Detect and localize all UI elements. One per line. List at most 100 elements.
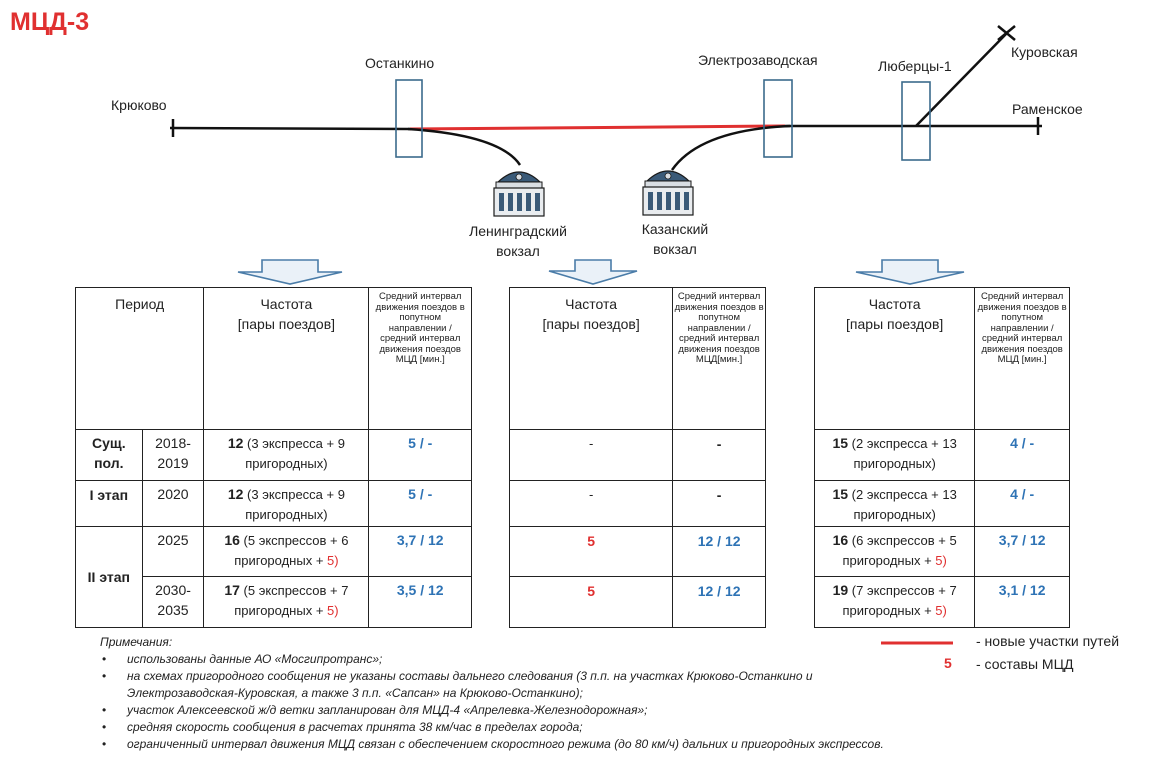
freq-close: ) (334, 553, 339, 568)
station-box-ostankino (395, 79, 423, 158)
legend-mcd-trains: - составы МЦД (976, 656, 1074, 672)
freq-number: 17 (224, 582, 240, 598)
header-frequency-line1: Частота (260, 296, 313, 312)
freq-number: 16 (224, 532, 240, 548)
freq-number: 12 (227, 486, 244, 502)
interval-cell: 3,1 / 12 (974, 576, 1070, 628)
header-frequency-line2: [пары поездов] (237, 316, 336, 332)
freq-detail: пригородных + (234, 553, 328, 568)
mcd-count: 5 (935, 553, 943, 568)
new-track-segment (409, 124, 786, 131)
interval-cell: 12 / 12 (672, 576, 766, 628)
freq-number: 19 (832, 582, 849, 598)
note-item: ограниченный интервал движения МЦД связа… (102, 736, 890, 753)
interval-cell: 3,5 / 12 (368, 576, 472, 628)
freq-close: ) (942, 553, 947, 568)
header-frequency-line2: [пары поездов] (846, 316, 944, 332)
arrow-down-left-icon (237, 259, 343, 285)
kurovskaya-end-tick-b (997, 25, 1016, 41)
station-lyubertsy-label: Люберцы-1 (878, 58, 952, 74)
row-years: 2020 (141, 480, 205, 527)
station-elektrozavodskaya-label: Электрозаводская (698, 52, 818, 68)
freq-detail: (5 экспрессов + 6 (239, 533, 349, 548)
header-interval: Средний интервал движения поездов в попу… (672, 287, 766, 430)
freq-detail: пригородных) (245, 456, 328, 471)
table-kryukovo-ostankino: Период Частота [пары поездов] Средний ин… (74, 287, 472, 628)
arrow-down-middle-icon (548, 259, 638, 285)
freq-detail: пригородных) (245, 507, 328, 522)
freq-detail: (2 экспресса + 13 (848, 436, 957, 451)
freq-close: ) (942, 603, 947, 618)
note-item: средняя скорость сообщения в расчетах пр… (102, 719, 890, 736)
track-kurovskaya-branch (915, 32, 1008, 127)
freq-detail: пригородных + (234, 603, 328, 618)
freq-cell: 19 (7 экспрессов + 7 пригородных + 5) (813, 576, 976, 628)
interval-cell: 4 / - (974, 429, 1070, 481)
mcd-count: 5 (327, 603, 335, 618)
row-years: 2030-2035 (141, 576, 205, 628)
freq-cell: 15 (2 экспресса + 13 пригородных) (813, 480, 976, 527)
freq-detail: пригородных) (853, 507, 936, 522)
header-frequency: Частота [пары поездов] (813, 287, 976, 430)
mcd-count: 5 (935, 603, 943, 618)
freq-detail: (2 экспресса + 13 (848, 487, 957, 502)
notes-heading: Примечания: (100, 635, 173, 649)
interval-cell: 12 / 12 (672, 526, 766, 577)
freq-detail: (6 экспрессов + 5 (848, 533, 957, 548)
note-item: на схемах пригородного сообщения не указ… (102, 668, 890, 702)
interval-cell: 3,7 / 12 (368, 526, 472, 577)
kazansky-terminal-icon (642, 170, 694, 216)
row-stage: II этап (75, 526, 143, 628)
track-kryukovo-ostankino (169, 126, 411, 131)
freq-detail: (3 экспресса + 9 (243, 487, 345, 502)
freq-detail: (5 экспрессов + 7 (239, 583, 349, 598)
freq-number: 15 (832, 486, 849, 502)
note-item: участок Алексеевской ж/д ветки запланиро… (102, 702, 890, 719)
freq-number: 12 (227, 435, 244, 451)
terminal-label-line: Ленинградский (469, 223, 567, 239)
terminal-label-line: вокзал (653, 241, 697, 257)
header-frequency-line2: [пары поездов] (542, 316, 640, 332)
track-to-leningradsky (407, 127, 522, 166)
row-years: 2025 (141, 526, 205, 577)
note-item: использованы данные АО «Мосгипротранс»; (102, 651, 890, 668)
notes: Примечания: использованы данные АО «Мосг… (100, 634, 890, 753)
interval-cell: 3,7 / 12 (974, 526, 1070, 577)
header-frequency-line1: Частота (565, 296, 618, 312)
station-kryukovo-label: Крюково (111, 97, 167, 113)
freq-detail: пригородных + (842, 603, 936, 618)
interval-cell: 5 / - (368, 480, 472, 527)
freq-detail: (3 экспресса + 9 (243, 436, 345, 451)
legend-new-tracks: - новые участки путей (976, 633, 1120, 649)
kazansky-terminal-label: Казанский вокзал (620, 219, 730, 259)
row-stage: Сущ. пол. (75, 429, 143, 481)
row-stage: I этап (75, 480, 143, 527)
legend-mcd-sample: 5 (944, 655, 952, 671)
freq-detail: (7 экспрессов + 7 (848, 583, 957, 598)
header-frequency: Частота [пары поездов] (203, 287, 370, 430)
station-box-elektrozavodskaya (763, 79, 793, 158)
header-interval: Средний интервал движения поездов в попу… (368, 287, 472, 430)
mcd-count: 5 (327, 553, 335, 568)
freq-cell: 12 (3 экспресса + 9 пригородных) (203, 429, 370, 481)
station-ostankino-label: Останкино (365, 55, 435, 71)
station-ramenskoe-label: Раменское (1012, 101, 1083, 117)
freq-cell: 5 (508, 576, 674, 628)
interval-cell: - (672, 480, 766, 527)
terminal-label-line: вокзал (496, 243, 540, 259)
freq-number: 16 (832, 532, 849, 548)
header-interval: Средний интервал движения поездов в попу… (974, 287, 1070, 430)
header-frequency: Частота [пары поездов] (508, 287, 674, 430)
leningradsky-terminal-label: Ленинградский вокзал (452, 221, 584, 261)
freq-detail: пригородных) (853, 456, 936, 471)
freq-cell: - (508, 480, 674, 527)
header-frequency-line1: Частота (868, 296, 921, 312)
interval-cell: - (672, 429, 766, 481)
table-leningradsky-kazansky: Частота [пары поездов] Средний интервал … (508, 287, 766, 628)
freq-cell: 12 (3 экспресса + 9 пригородных) (203, 480, 370, 527)
row-years: 2018-2019 (141, 429, 205, 481)
